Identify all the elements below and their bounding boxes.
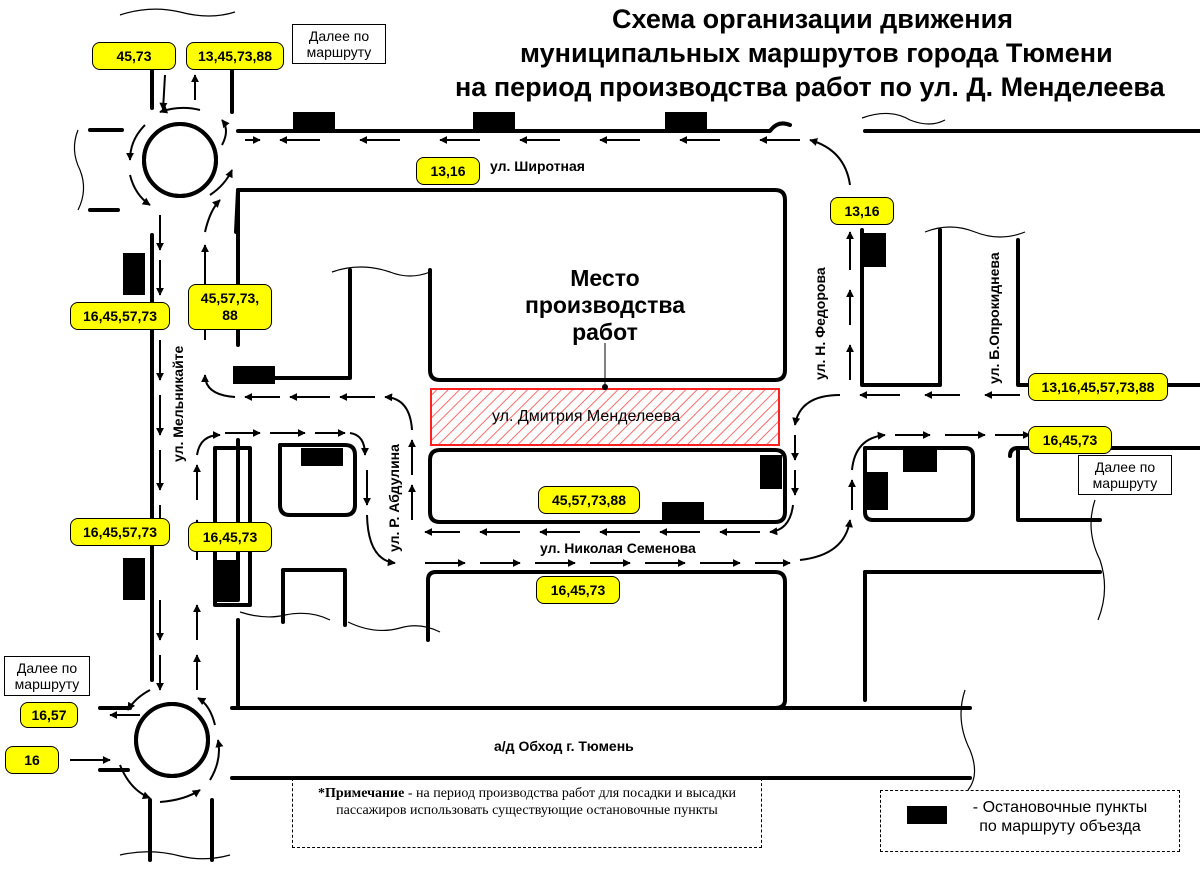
direction-arrow-icon <box>127 689 151 711</box>
direction-arrow-icon <box>204 199 221 233</box>
break-lines <box>73 8 1106 860</box>
street-oprokidneva: ул. Б.Опрокиднева <box>986 252 1002 384</box>
bus-stop-icon <box>215 560 237 602</box>
direction-arrow-icon <box>809 138 851 186</box>
footnote: *Примечание - на период производства раб… <box>292 778 762 848</box>
direction-arrow-icon <box>349 432 369 456</box>
bus-stop-icon <box>123 253 145 295</box>
bus-stop-icon <box>233 366 275 384</box>
direction-arrow-icon <box>366 514 396 567</box>
bus-stops <box>123 112 947 824</box>
bus-stop-icon <box>866 472 888 510</box>
direction-arrow-icon <box>201 374 236 398</box>
footnote-bold: *Примечание <box>317 786 405 801</box>
route-badge: 13,16 <box>830 197 894 225</box>
further-route-note: Далее по маршруту <box>292 24 386 64</box>
route-badge: 16,57 <box>20 702 78 728</box>
route-badge: 16 <box>5 746 59 774</box>
bus-stop-icon <box>760 455 782 489</box>
legend <box>880 790 1180 852</box>
street-abdulina: ул. Р. Абдулина <box>386 444 402 552</box>
direction-arrow-icon <box>209 739 224 781</box>
bus-stop-icon <box>301 448 343 466</box>
direction-arrow-icon <box>159 74 168 111</box>
route-badge: 16,45,57,73 <box>70 518 170 546</box>
bus-stop-icon <box>293 112 335 132</box>
route-badge: 13,45,73,88 <box>186 42 284 70</box>
bus-stop-icon <box>665 112 707 132</box>
bus-stop-icon <box>473 112 515 132</box>
direction-arrow-icon <box>126 124 146 161</box>
bus-stop-icon <box>864 233 886 267</box>
route-arrows <box>70 74 1031 803</box>
direction-arrow-icon <box>159 789 201 803</box>
roundabout-centers <box>134 122 218 778</box>
direction-arrow-icon <box>769 504 794 536</box>
street-obhod: а/д Обход г. Тюмень <box>494 738 634 754</box>
direction-arrow-icon <box>792 394 841 426</box>
legend-text: - Остановочные пункты по маршруту объезд… <box>972 799 1148 835</box>
direction-arrow-icon <box>851 431 886 471</box>
street-shirotnaya: ул. Широтная <box>490 158 585 174</box>
direction-arrow-icon <box>159 105 201 114</box>
direction-arrow-icon <box>196 431 221 456</box>
roundabout-icon <box>134 702 210 778</box>
bus-stop-icon <box>907 806 947 824</box>
direction-arrow-icon <box>799 519 853 561</box>
route-badge: 45,57,73,88 <box>538 486 640 514</box>
route-badge: 16,45,57,73 <box>70 302 170 330</box>
bus-stop-icon <box>903 450 937 472</box>
route-badge: 45,73 <box>92 42 176 70</box>
title-line-3: на период производства работ по ул. Д. М… <box>455 72 1165 102</box>
title-line-1: Схема организации движения <box>612 4 1013 34</box>
direction-arrow-icon <box>129 174 151 206</box>
route-badge: 16,45,73 <box>188 522 272 552</box>
route-badge: 13,16 <box>416 157 480 185</box>
route-badge: 13,16,45,57,73,88 <box>1028 373 1168 401</box>
bus-stop-icon <box>123 558 145 600</box>
street-fedorova: ул. Н. Федорова <box>812 267 828 380</box>
route-badge: 16,45,73 <box>536 576 620 604</box>
further-route-note: Далее по маршруту <box>1078 455 1172 495</box>
direction-arrow-icon <box>384 393 413 431</box>
title-line-2: муниципальных маршрутов города Тюмени <box>520 38 1113 68</box>
direction-arrow-icon <box>119 764 151 800</box>
direction-arrow-icon <box>221 119 230 146</box>
bus-stop-icon <box>662 502 704 520</box>
route-badge: 45,57,73, 88 <box>188 284 272 330</box>
worksite-pointer-dot <box>602 384 608 390</box>
route-badge: 16,45,73 <box>1028 426 1112 454</box>
street-melnikaite: ул. Мельникайте <box>170 345 186 462</box>
further-route-note: Далее по маршруту <box>4 656 90 696</box>
roundabout-icon <box>142 122 218 198</box>
road-outlines <box>88 46 1200 862</box>
street-semenova: ул. Николая Семенова <box>540 540 696 556</box>
direction-arrow-icon <box>197 697 216 726</box>
footnote-text: - на период производства работ для посад… <box>336 786 737 818</box>
worksite-label: Место производства работ <box>524 265 686 345</box>
direction-arrow-icon <box>209 169 233 196</box>
worksite-zone-label: ул. Дмитрия Менделеева <box>492 408 681 425</box>
